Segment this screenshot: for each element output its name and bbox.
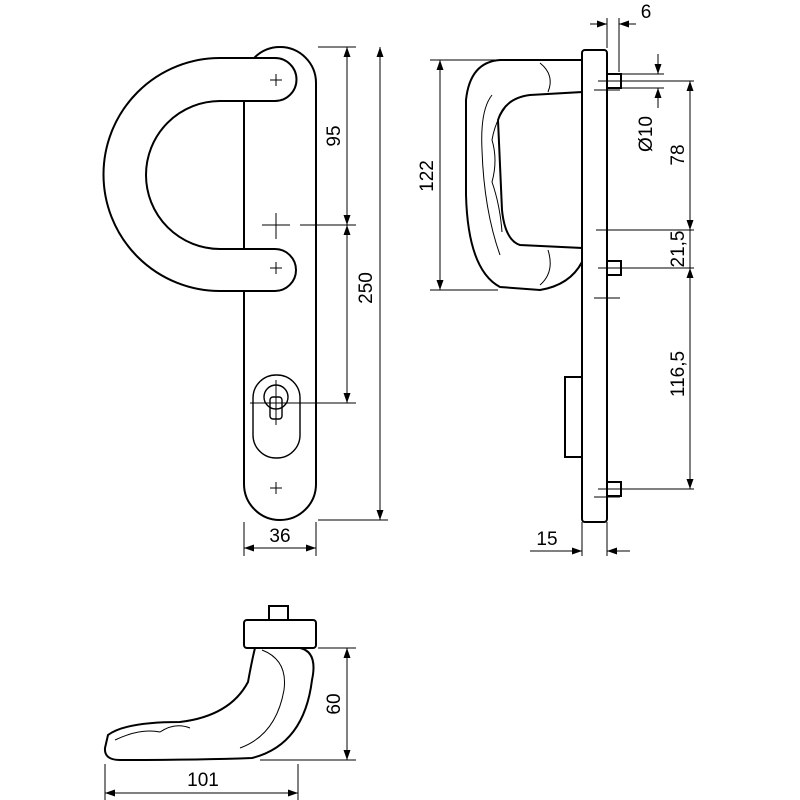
side-view: 122 6 Ø10 78 21,5 [417, 2, 694, 556]
dim-bottom-height: 60 [260, 647, 356, 761]
bottom-spindle [268, 605, 289, 621]
dim-side-bolt-diameter: Ø10 [621, 54, 664, 152]
dim-label-36: 36 [269, 526, 290, 547]
bottom-lever-arm [103, 647, 315, 762]
dim-side-upper-spacing: 78 [668, 81, 694, 230]
front-screw-marks [262, 74, 290, 494]
dim-label-101: 101 [187, 770, 219, 791]
dim-label-6: 6 [641, 2, 652, 23]
cylinder-cutout [250, 374, 301, 459]
side-plate [581, 49, 608, 523]
dim-side-mid-spacing: 21,5 [668, 230, 691, 268]
dim-label-21-5: 21,5 [668, 231, 689, 268]
dim-side-depth: 15 [530, 522, 630, 556]
dim-front-total-height [318, 47, 388, 521]
dim-label-78: 78 [668, 144, 689, 165]
dim-front-lower-spacing: 250 [300, 225, 377, 404]
side-bolts [606, 73, 622, 497]
dim-label-95: 95 [324, 125, 345, 146]
dim-label-diameter-10: Ø10 [636, 116, 657, 152]
dim-bottom-projection: 101 [104, 764, 299, 800]
dim-label-122: 122 [417, 160, 438, 192]
side-lock-box [564, 376, 583, 458]
dim-label-250-lower: 250 [356, 272, 377, 304]
dim-label-60: 60 [324, 693, 345, 714]
dim-side-plate-offset: 6 [590, 2, 651, 72]
dim-label-116-5: 116,5 [668, 351, 689, 397]
bottom-rosette [243, 619, 317, 649]
dim-label-15: 15 [536, 529, 557, 550]
front-handle-grip [102, 57, 298, 292]
dim-side-handle-height: 122 [417, 59, 498, 291]
dim-side-lower-spacing: 116,5 [668, 268, 694, 489]
dim-front-width: 36 [243, 522, 317, 556]
front-view: 36 95 250 [102, 46, 388, 556]
bottom-view: 60 101 [103, 605, 356, 800]
